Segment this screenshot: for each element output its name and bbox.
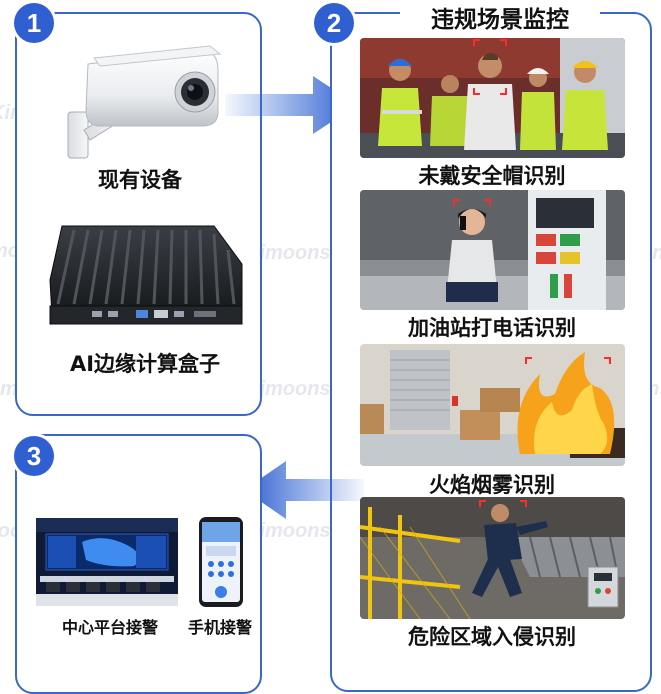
section-2-title: 违规场景监控 (400, 0, 600, 34)
scene-caption-helmet: 未戴安全帽识别 (358, 160, 626, 190)
step-3-badge: 3 (14, 436, 54, 476)
step-2-badge: 2 (314, 3, 354, 43)
mobile-phone-image (199, 517, 243, 607)
arrow-to-section-2 (225, 76, 357, 134)
ai-edge-box-label: AI边缘计算盒子 (69, 352, 221, 376)
scene-caption-phone: 加油站打电话识别 (358, 312, 626, 342)
gas-station-phone-photo (360, 190, 625, 310)
workers-helmet-photo (360, 38, 625, 158)
ai-edge-box-image (49, 225, 243, 325)
arrow-to-section-3 (244, 461, 364, 519)
existing-device-label: 现有设备 (98, 168, 182, 192)
danger-zone-intrusion-photo (360, 497, 625, 619)
security-camera-image (67, 45, 222, 159)
center-platform-label: 中心平台接警 (61, 618, 158, 637)
step-1-badge: 1 (14, 3, 54, 43)
scene-caption-intrusion: 危险区域入侵识别 (358, 621, 626, 651)
control-center-image (36, 518, 178, 606)
mobile-alert-label: 手机接警 (187, 618, 252, 637)
scene-caption-fire: 火焰烟雾识别 (358, 469, 626, 499)
warehouse-fire-photo (360, 344, 625, 466)
